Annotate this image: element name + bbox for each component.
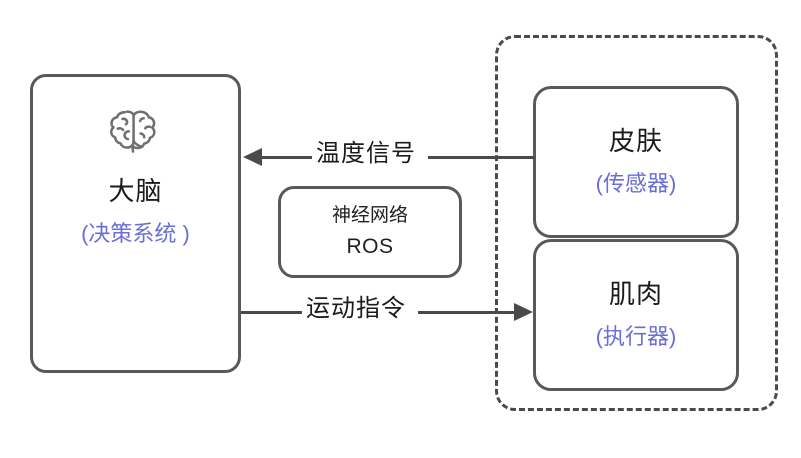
- connector-temperature-signal-line-right: [428, 156, 534, 159]
- connector-temperature-signal-line-left: [262, 156, 314, 159]
- connector-motion-command-arrowhead: [514, 303, 533, 321]
- node-brain-title: 大脑: [108, 176, 163, 206]
- node-neural-network-line1: 神经网络: [331, 205, 408, 226]
- node-muscle-title: 肌肉: [608, 279, 663, 310]
- connector-motion-command-line-right: [418, 311, 516, 314]
- node-muscle-subtitle: (执行器): [595, 323, 677, 349]
- body-group-dashed-container: [495, 35, 778, 411]
- node-skin[interactable]: 皮肤 (传感器): [533, 86, 739, 238]
- node-skin-subtitle: (传感器): [595, 170, 677, 196]
- node-neural-network[interactable]: 神经网络 ROS: [278, 186, 462, 278]
- node-brain-subtitle: (决策系统 ): [81, 220, 190, 246]
- brain-icon: [109, 110, 156, 153]
- node-brain[interactable]: 大脑 (决策系统 ): [30, 74, 241, 373]
- node-skin-title: 皮肤: [608, 126, 663, 157]
- connector-motion-command-label: 运动指令: [302, 297, 410, 321]
- connector-temperature-signal-arrowhead: [243, 148, 262, 166]
- connector-temperature-signal-label: 温度信号: [312, 142, 420, 166]
- node-neural-network-line2: ROS: [346, 234, 394, 258]
- node-muscle[interactable]: 肌肉 (执行器): [533, 239, 739, 391]
- connector-motion-command-line-left: [241, 311, 304, 314]
